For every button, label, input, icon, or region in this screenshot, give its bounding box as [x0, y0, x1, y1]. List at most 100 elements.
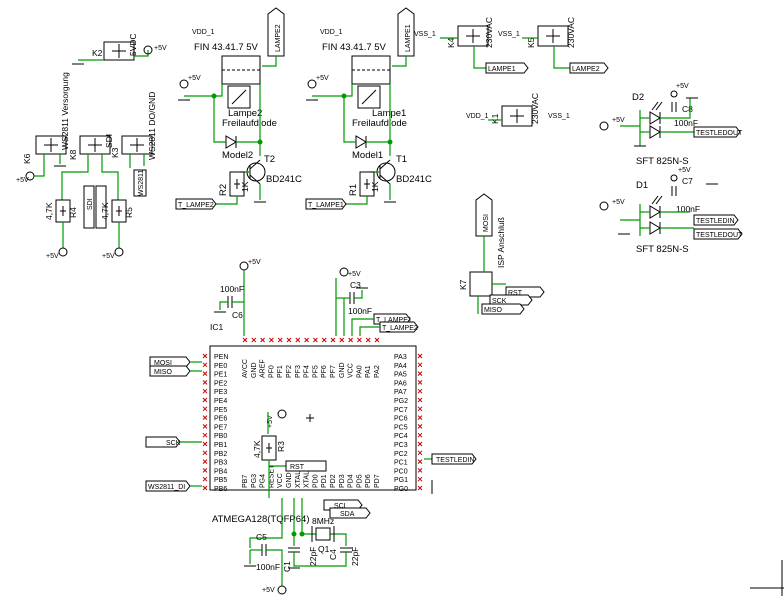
relay1-diode-label: Freilaufdiode: [352, 118, 407, 129]
c8-capacitor[interactable]: C8 100nF: [671, 102, 698, 128]
no-connect-mark: [286, 337, 292, 343]
t2-value-label: BD241C: [266, 174, 302, 185]
ic-pin-label-left: PB4: [214, 468, 227, 475]
sck-flag: [489, 294, 533, 306]
no-connect-mark: [417, 450, 423, 456]
no-connect-mark: [374, 337, 380, 343]
c5-value-label: 100nF: [256, 562, 280, 572]
ic-pin-label-bottom: PD1: [321, 474, 328, 488]
t1-ref-label: T1: [396, 154, 407, 165]
relay-lampe1[interactable]: VDD_1 FIN 43.41.7 5V LAMPE1 Lampe1 Freil…: [320, 7, 415, 161]
ic-pin-label-left: PB2: [214, 451, 227, 458]
t-lampe1-flag-label: T_LAMPE1: [308, 202, 344, 209]
ic-pin-label-bottom: PD7: [374, 474, 381, 488]
miso-flag: [481, 303, 525, 315]
c6-value-label: 100nF: [220, 284, 244, 294]
c4-value-label: 22pF: [350, 547, 360, 566]
mosi-in-flag-label: MOSI: [154, 360, 172, 367]
k6-ref-label: K6: [22, 153, 32, 164]
no-connect-mark: [242, 337, 248, 343]
no-connect-mark: [321, 337, 327, 343]
no-connect-mark: [417, 371, 423, 376]
k3-value-label: WS2811 DO/GND: [147, 92, 157, 160]
ic-pin-label-bottom: PG3: [251, 474, 258, 488]
miso-flag-label: MISO: [484, 307, 502, 314]
ic-pin-label-top: PF4: [304, 365, 311, 378]
no-connect-mark: [313, 337, 318, 343]
vss-label: VSS_1: [498, 31, 520, 38]
ic-pin-label-left: PB5: [214, 477, 227, 484]
ic-pin-label-left: PE4: [214, 398, 227, 405]
d1-led[interactable]: D1 SFT 825N-S: [636, 180, 689, 255]
testledin-out-flag-label: TESTLEDIN: [436, 457, 475, 464]
ic-pin-label-top: PF7: [330, 365, 337, 378]
no-connect-mark: [417, 362, 423, 368]
k2-connector[interactable]: K2 5VDC: [92, 33, 138, 61]
ic-pin-label-bottom: VCC: [277, 473, 284, 488]
c7-capacitor[interactable]: C7 100nF: [671, 176, 700, 214]
no-connect-mark: [417, 459, 423, 464]
ws2811-in-flag: [145, 480, 191, 492]
ic-pin-label-left: PE6: [214, 416, 227, 423]
ic-pin-label-left: PE3: [214, 389, 227, 396]
k8-connector[interactable]: K8 SDI: [68, 134, 114, 160]
c8-ref-label: C8: [682, 104, 693, 114]
plus5v-label: +5V: [676, 83, 689, 90]
c4-capacitor[interactable]: C4 22pF: [328, 547, 360, 566]
d2-value-label: SFT 825N-S: [636, 156, 689, 167]
r2-resistor[interactable]: R2 1K: [218, 171, 250, 197]
plus5v-label: +5V: [678, 167, 691, 174]
miso-in-flag-label: MISO: [154, 369, 172, 376]
k1-connector[interactable]: VDD_1 K1 230VAC VSS_1: [466, 93, 570, 127]
lampe2-flag-label: LAMPE2: [275, 24, 282, 52]
lampe1-flag-label: LAMPE1: [405, 24, 412, 52]
relay2-value-label: FIN 43.41.7 5V: [194, 42, 259, 53]
no-connect-mark: [202, 388, 208, 394]
no-connect-mark: [339, 337, 345, 343]
k2-value-label: 5VDC: [128, 33, 138, 56]
lampe1-flag-text: LAMPE1: [488, 66, 516, 73]
plus5v-label: +5V: [348, 271, 361, 278]
d1-value-label: SFT 825N-S: [636, 244, 689, 255]
t1-transistor[interactable]: T1 BD241C: [376, 154, 432, 185]
k5-value-label: 230VAC: [566, 17, 576, 48]
r4-resistor[interactable]: 4,7K R4: [44, 199, 78, 223]
r5-resistor[interactable]: 4,7K R5: [100, 199, 134, 223]
k6-connector[interactable]: K6 WS2811 Versorgung: [22, 72, 70, 164]
ic-pin-label-top: PA0: [356, 365, 363, 378]
no-connect-mark: [357, 337, 362, 343]
k5-connector[interactable]: VSS_1 K5 230VAC: [498, 17, 576, 48]
k4-value-label: 230VAC: [484, 17, 494, 48]
ic-pin-label-top: PF6: [321, 365, 328, 378]
ic-pin-label-bottom: XTAL2: [295, 467, 302, 488]
c3-ref-label: C3: [350, 280, 361, 290]
t1-value-label: BD241C: [396, 174, 432, 185]
ic-pin-label-top: VCC: [348, 363, 355, 378]
ic-pin-label-right: PA4: [394, 363, 407, 370]
no-connect-mark: [202, 362, 208, 368]
ic-pin-label-top: AVCC: [242, 359, 249, 378]
plus5v-label: +5V: [248, 259, 261, 266]
t2-transistor[interactable]: T2 BD241C: [246, 154, 302, 185]
k7-ref-label: K7: [458, 279, 468, 290]
plus5v-label: +5V: [188, 75, 201, 82]
relay-lampe2[interactable]: VDD_1 FIN 43.41.7 5V LAMPE2 Lampe2 Freil…: [192, 7, 285, 161]
ic-pin-label-left: PB3: [214, 460, 227, 467]
ic-pin-label-left: PEN: [214, 354, 228, 361]
ic-pin-label-right: PC4: [394, 433, 408, 440]
k7-isp-connector[interactable]: MOSI ISP Anschluß K7: [458, 193, 506, 297]
r2-value-label: 1K: [240, 181, 250, 192]
testledin-flag: [693, 214, 739, 226]
q1-ref-label: Q1: [318, 544, 330, 554]
vdd-label: VDD_1: [192, 29, 215, 36]
scl-flag-label: SCL: [334, 503, 348, 510]
k3-connector[interactable]: K3 WS2811 DO/GND: [110, 92, 157, 160]
ic-pin-label-top: PF5: [312, 365, 319, 378]
q1-crystal[interactable]: 8MHz Q1: [311, 516, 335, 554]
mosi-in-flag: [149, 356, 191, 368]
r1-resistor[interactable]: R1 1K: [348, 171, 380, 197]
ic-pin-label-right: PC1: [394, 460, 408, 467]
k4-connector[interactable]: VSS_1 K4 230VAC: [414, 17, 494, 48]
r5-ref-label: R5: [124, 207, 134, 218]
